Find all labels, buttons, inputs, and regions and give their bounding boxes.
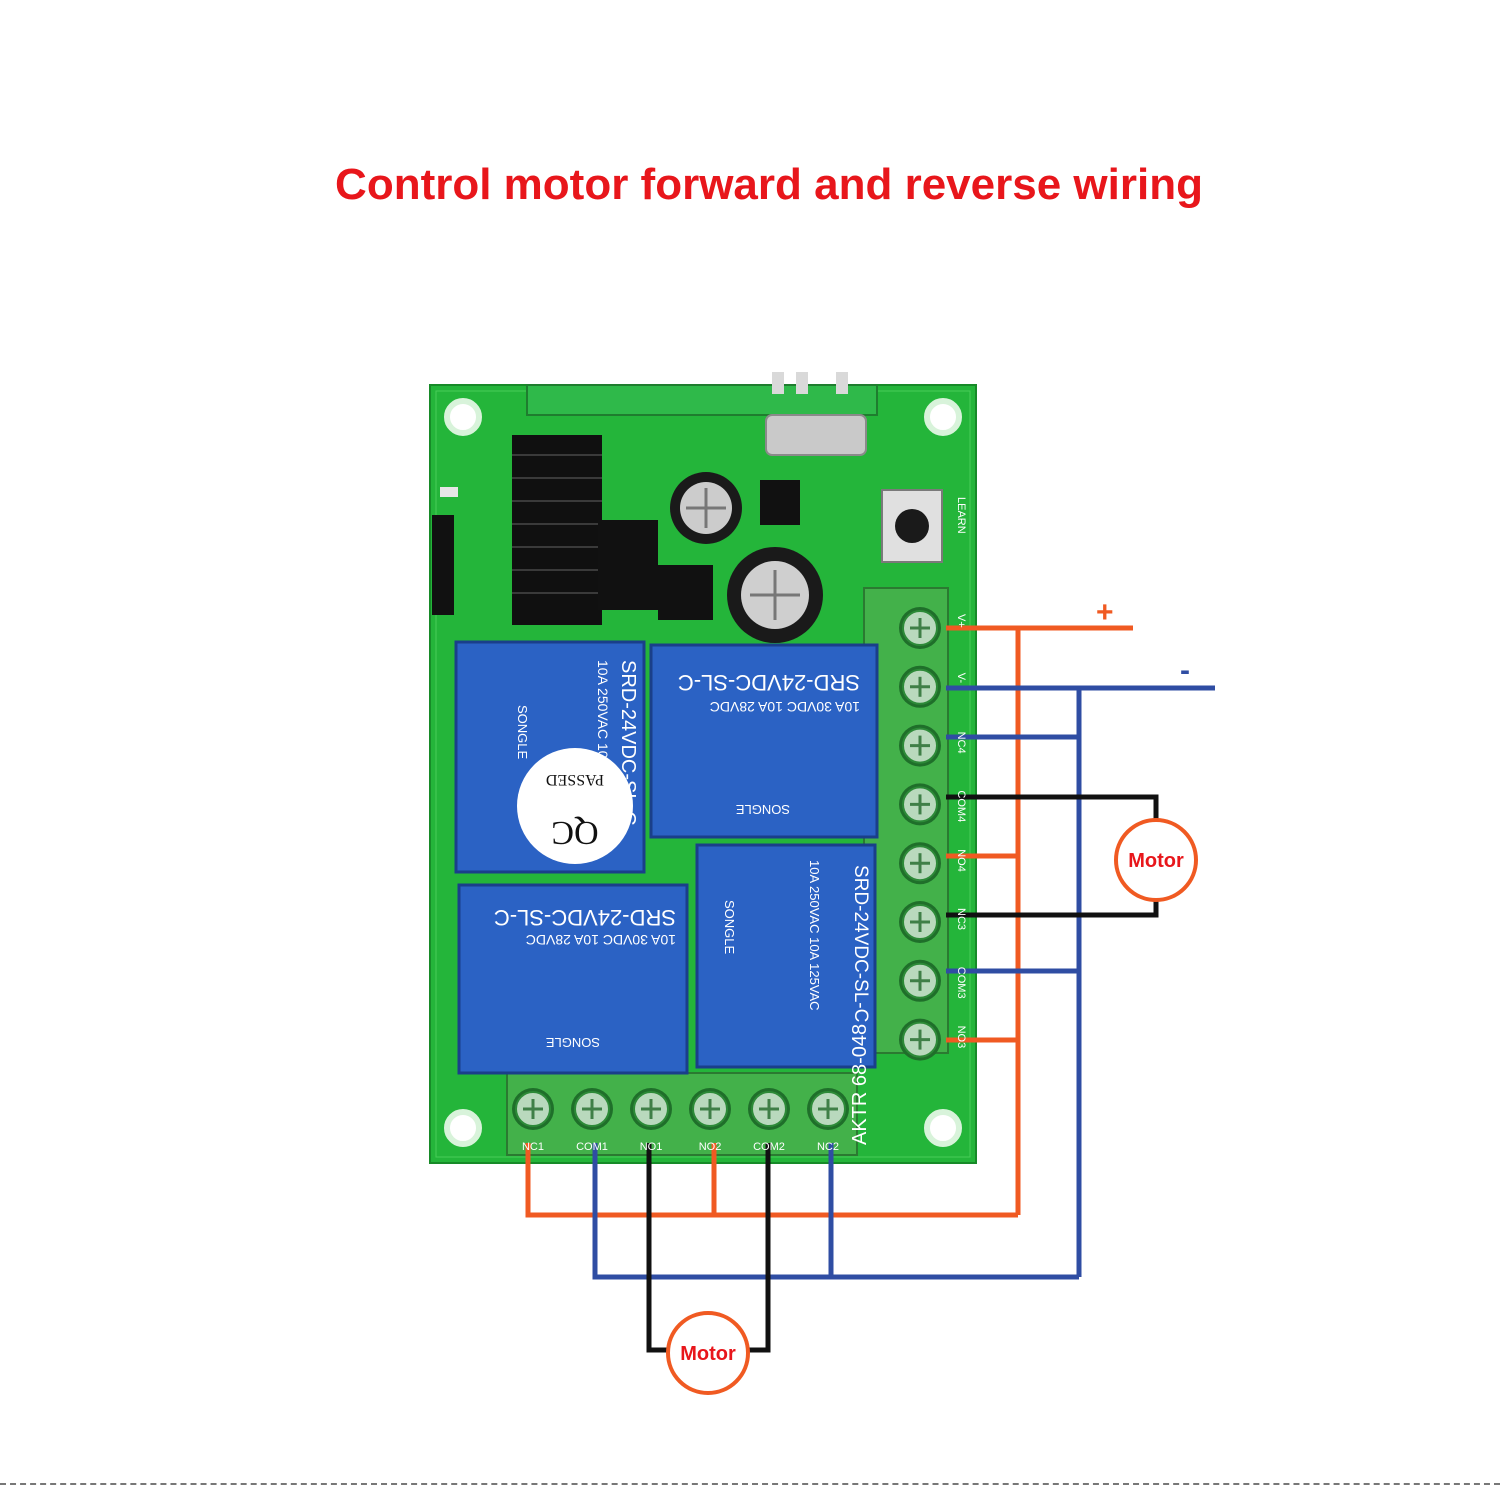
status-led [440,487,458,497]
bottom-terminal-no1 [630,1088,672,1130]
capacitor-large [727,547,823,643]
motor-bottom-label: Motor [680,1343,736,1365]
side-terminal-com3 [899,959,941,1002]
side-terminal-label: COM4 [955,790,967,822]
bottom-terminal-label: NC1 [522,1141,544,1153]
bottom-terminal-block [506,1072,858,1156]
side-terminal-v+ [899,607,941,649]
passed-label: PASSED [546,771,604,788]
antenna-coil [512,435,602,625]
bottom-terminal-label: NO1 [640,1141,663,1153]
relay-3-model: SRD-24VDC-SL-C [494,905,676,930]
relay-3-rating: 10A 30VDC 10A 28VDC [526,932,676,948]
side-terminal-label: NC4 [955,732,967,754]
motor-right-label: Motor [1128,850,1184,872]
side-terminal-com4 [899,783,941,826]
bottom-terminal-com2 [748,1088,790,1130]
side-terminal-label: V- [955,673,967,684]
relay-2: SRD-24VDC-SL-C 10A 30VDC 10A 28VDC SONGL… [649,643,879,839]
side-terminal-no3 [899,1018,941,1061]
negative-label: - [1180,654,1190,687]
mounting-holes [444,398,962,1147]
side-terminal-no4 [899,842,941,885]
side-terminal-label: NC3 [955,908,967,930]
side-terminal-label: COM3 [955,967,967,999]
capacitor-small [670,472,742,544]
motor-bottom: Motor [666,1311,750,1395]
regulator-chip [760,480,800,525]
jumper-header [432,515,454,615]
side-terminal-label: NO3 [955,1026,967,1049]
motor-right: Motor [1114,818,1198,902]
bottom-terminal-nc2 [807,1088,849,1130]
relay-3-brand: SONGLE [545,1035,600,1050]
side-terminal-nc4 [899,724,941,767]
side-terminal-nc3 [899,901,941,943]
relay-4-model: SRD-24VDC-SL-C [850,865,871,1022]
bottom-terminal-no2 [689,1088,731,1130]
relay-2-brand: SONGLE [735,802,790,817]
decoder-chip [598,520,658,610]
page-title: Control motor forward and reverse wiring [335,160,1203,209]
relay-4-brand: SONGLE [722,900,737,955]
side-terminal-v- [899,665,941,708]
side-terminal-label: NO4 [955,849,967,872]
board-model-label: AKTR 68-048 [849,1024,871,1145]
bottom-terminal-label: COM1 [576,1141,608,1153]
relay-2-model: SRD-24VDC-SL-C [678,670,860,695]
rf-receiver-module [526,372,878,456]
relay-4-rating: 10A 250VAC 10A 125VAC [807,860,822,1011]
learn-label: LEARN [955,497,967,534]
relay-2-rating: 10A 30VDC 10A 28VDC [710,699,860,715]
bottom-terminal-com1 [571,1088,613,1130]
footer-divider [0,1483,1500,1485]
bottom-screws: NC1 COM1 NO1 NO2 COM2 NC2 [512,1088,849,1153]
relay-1-brand: SONGLE [515,705,530,760]
bottom-terminal-label: COM2 [753,1141,785,1153]
relay-3: SRD-24VDC-SL-C 10A 30VDC 10A 28VDC SONGL… [457,883,689,1075]
bottom-terminal-label: NO2 [699,1141,722,1153]
side-terminal-label: V+ [955,614,967,628]
learn-button[interactable]: LEARN [881,489,967,563]
qc-label: QC [551,814,598,851]
positive-wires [525,625,1133,1218]
motor-wires [646,794,1159,1353]
relay-board: LEARN SRD-24VDC-SL-C 10A 250VAC 10A 125V… [429,372,977,1164]
eeprom-chip [658,565,713,620]
bottom-terminal-label: NC2 [817,1141,839,1153]
negative-wires [592,685,1215,1280]
positive-label: + [1096,596,1114,629]
qc-passed-sticker: QC PASSED [517,748,633,864]
bottom-terminal-nc1 [512,1088,554,1130]
relay-4: SRD-24VDC-SL-C 10A 250VAC 10A 125VAC SON… [695,843,877,1069]
